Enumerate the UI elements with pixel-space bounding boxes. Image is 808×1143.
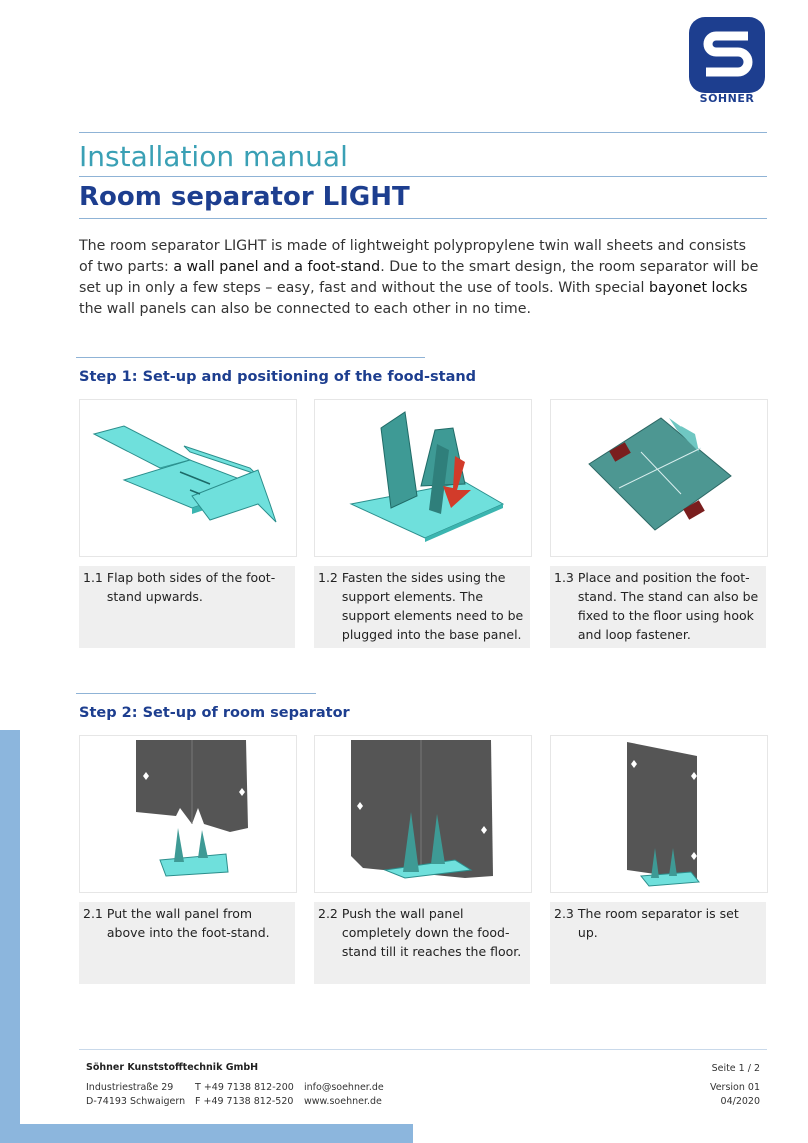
intro-text-3: the wall panels can also be connected to… <box>79 301 531 317</box>
footer-web-link[interactable]: www.soehner.de <box>304 1096 382 1107</box>
step-text: Put the wall panel from above into the f… <box>106 906 270 940</box>
footer-city: D-74193 Schwaigern <box>86 1096 186 1107</box>
step-text: Place and position the foot-stand. The s… <box>577 570 759 642</box>
footer-date: 04/2020 <box>720 1096 760 1107</box>
step2-image-3 <box>550 735 768 893</box>
intro-text-2: . Due to the smart design, the room sepa… <box>79 259 759 296</box>
step-number: 1.1 <box>83 570 103 585</box>
step1-heading: Step 1: Set-up and positioning of the fo… <box>79 369 477 385</box>
step-text: The room separator is set up. <box>577 906 739 940</box>
left-accent-bar <box>0 730 20 1143</box>
document-type-title: Installation manual <box>79 140 348 173</box>
step2-image-1 <box>79 735 297 893</box>
step-text: Flap both sides of the foot-stand upward… <box>106 570 276 604</box>
logo-wordmark: SÖHNER <box>699 92 755 105</box>
footer-version: Version 01 <box>709 1082 760 1093</box>
step1-image-3 <box>550 399 768 557</box>
intro-paragraph: The room separator LIGHT is made of ligh… <box>79 236 759 320</box>
footer-phone: T +49 7138 812-200 <box>195 1082 294 1093</box>
step1-image-1 <box>79 399 297 557</box>
step-number: 1.2 <box>318 570 338 585</box>
intro-highlight-bayonet: bayonet locks <box>648 280 748 296</box>
step2-rule <box>76 693 316 694</box>
footer-phone-block: T +49 7138 812-200 F +49 7138 812-520 <box>195 1081 294 1109</box>
product-title: Room separator LIGHT <box>79 182 410 212</box>
step1-rule <box>76 357 425 358</box>
intro-text-1: The room separator LIGHT is made of ligh… <box>79 238 747 275</box>
step-number: 2.3 <box>554 906 574 921</box>
step-number: 2.1 <box>83 906 103 921</box>
step-text: Fasten the sides using the support eleme… <box>341 570 524 642</box>
footer-street: Industriestraße 29 <box>86 1082 174 1093</box>
footer-contact-block: info@soehner.de www.soehner.de <box>304 1081 384 1109</box>
step2-image-2 <box>314 735 532 893</box>
header-rule-middle <box>79 176 767 177</box>
soehner-logo <box>688 16 766 106</box>
footer-version-block: Version 01 04/2020 <box>710 1081 760 1109</box>
step1-image-2 <box>314 399 532 557</box>
footer-email-link[interactable]: info@soehner.de <box>304 1082 384 1093</box>
footer-company-name: Söhner Kunststofftechnik GmbH <box>86 1062 259 1073</box>
footer-address: Industriestraße 29 D-74193 Schwaigern <box>86 1081 185 1109</box>
footer-fax: F +49 7138 812-520 <box>195 1096 294 1107</box>
footer-rule <box>79 1049 767 1050</box>
step2-heading: Step 2: Set-up of room separator <box>79 705 350 721</box>
step-text: Push the wall panel completely down the … <box>341 906 522 959</box>
step-number: 1.3 <box>554 570 574 585</box>
header-rule-top <box>79 132 767 133</box>
header-rule-bottom <box>79 218 767 219</box>
footer-page-number: Seite 1 / 2 <box>711 1063 760 1074</box>
intro-highlight-parts: a wall panel and a foot-stand <box>173 259 381 275</box>
bottom-accent-bar <box>0 1124 413 1143</box>
step-number: 2.2 <box>318 906 338 921</box>
